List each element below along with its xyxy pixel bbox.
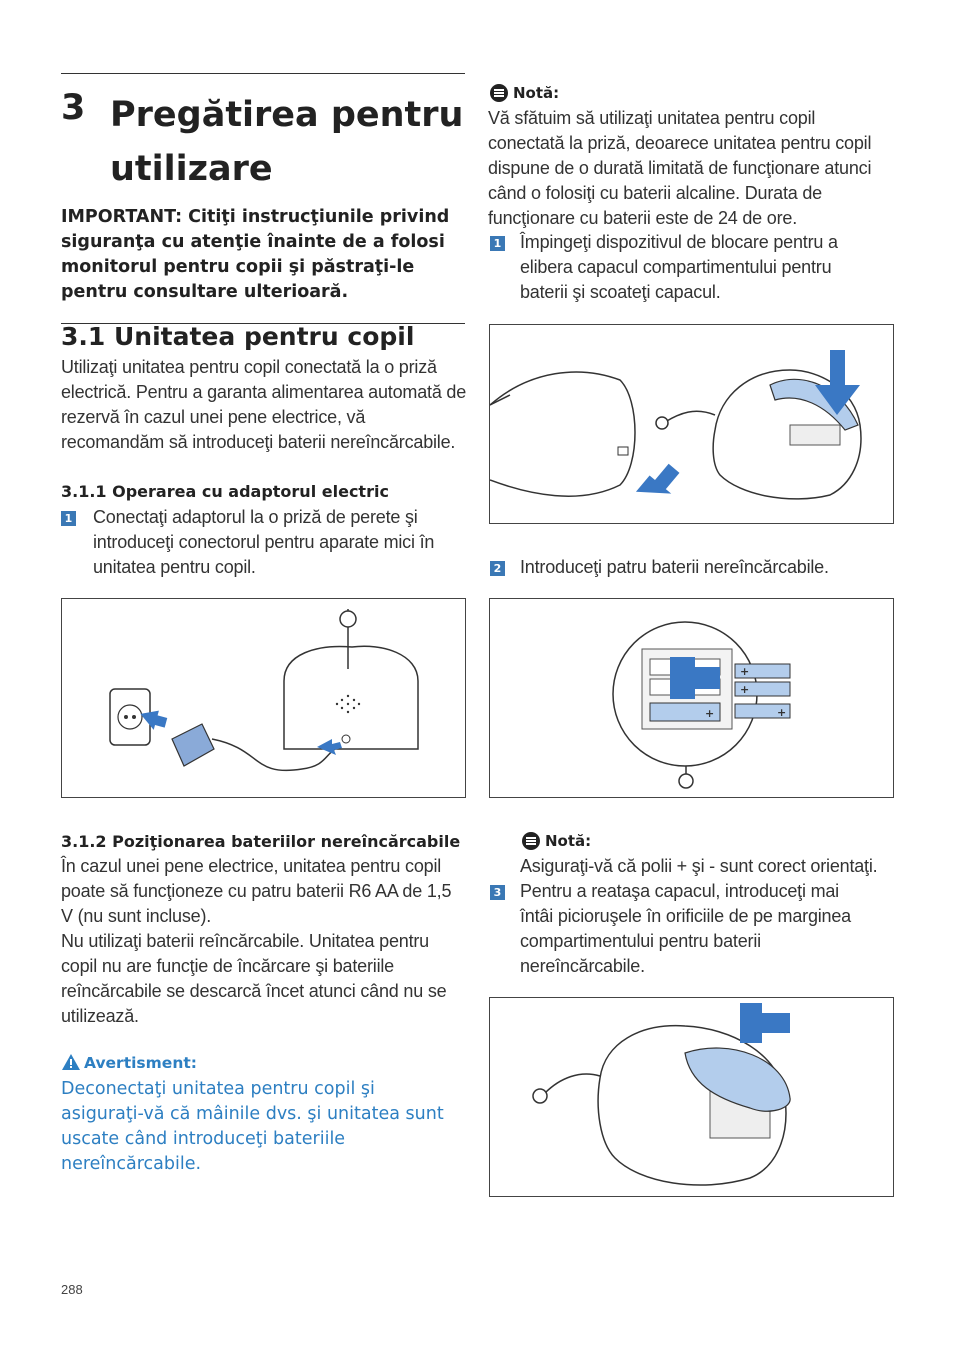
section-3-1-2-para2: Nu utilizaţi baterii reîncărcabile. Unit… (61, 931, 447, 1026)
top-rule-left (61, 73, 465, 74)
note-1-heading: Notă: (490, 84, 559, 102)
important-notice: IMPORTANT: Citiţi instrucţiunile privind… (61, 207, 450, 302)
adapter-drawing (109, 609, 419, 772)
reattach-cover-drawing (532, 1003, 791, 1186)
batteries-illustration: + + + + (489, 598, 894, 798)
step-1-badge-left: 1 (61, 511, 76, 526)
warning-heading-text: Avertisment: (84, 1054, 197, 1072)
step-1-badge-right: 1 (490, 236, 505, 251)
chapter-number: 3 (61, 88, 86, 128)
note-2-text: Asiguraţi-vă că polii + şi - sunt corect… (520, 856, 878, 876)
step-2-badge: 2 (490, 561, 505, 576)
step-1-text-right: Împingeţi dispozitivul de blocare pentru… (520, 232, 838, 302)
svg-text:+: + (705, 707, 714, 720)
warning-icon (62, 1054, 80, 1070)
section-rule (61, 323, 465, 324)
note-icon (522, 832, 540, 850)
note-2-heading: Notă: (522, 832, 591, 850)
svg-text:+: + (740, 665, 749, 678)
warning-heading: Avertisment: (61, 1053, 197, 1072)
step-3-text: Pentru a reataşa capacul, introduceţi ma… (520, 881, 851, 976)
section-3-1-intro: Utilizaţi unitatea pentru copil conectat… (61, 357, 467, 452)
reattach-cover-illustration (489, 997, 894, 1197)
chapter-title: Pregătirea pentru utilizare (110, 95, 464, 189)
step-1-text-left: Conectaţi adaptorul la o priză de perete… (93, 507, 435, 577)
note-2-heading-text: Notă: (545, 832, 592, 850)
note-1-heading-text: Notă: (513, 84, 560, 102)
section-3-1-1-heading: 3.1.1 Operarea cu adaptorul electric (61, 482, 389, 501)
remove-cover-drawing (489, 350, 862, 500)
section-3-1-2-para1: În cazul unei pene electrice, unitatea p… (61, 856, 452, 926)
warning-text: Deconectaţi unitatea pentru copil şi asi… (61, 1079, 444, 1174)
section-3-1-heading: 3.1 Unitatea pentru copil (61, 322, 415, 351)
adapter-illustration (61, 598, 466, 798)
svg-text:+: + (740, 683, 749, 696)
step-2-text: Introduceţi patru baterii nereîncărcabil… (520, 557, 829, 577)
remove-cover-illustration (489, 324, 894, 524)
step-3-badge: 3 (490, 885, 505, 900)
batteries-drawing: + + + + (612, 621, 791, 789)
svg-text:+: + (777, 706, 786, 719)
page-number: 288 (61, 1282, 83, 1297)
note-icon (490, 84, 508, 102)
section-3-1-2-heading: 3.1.2 Poziţionarea bateriilor nereîncărc… (61, 832, 461, 851)
note-1-text: Vă sfătuim să utilizaţi unitatea pentru … (488, 108, 872, 228)
